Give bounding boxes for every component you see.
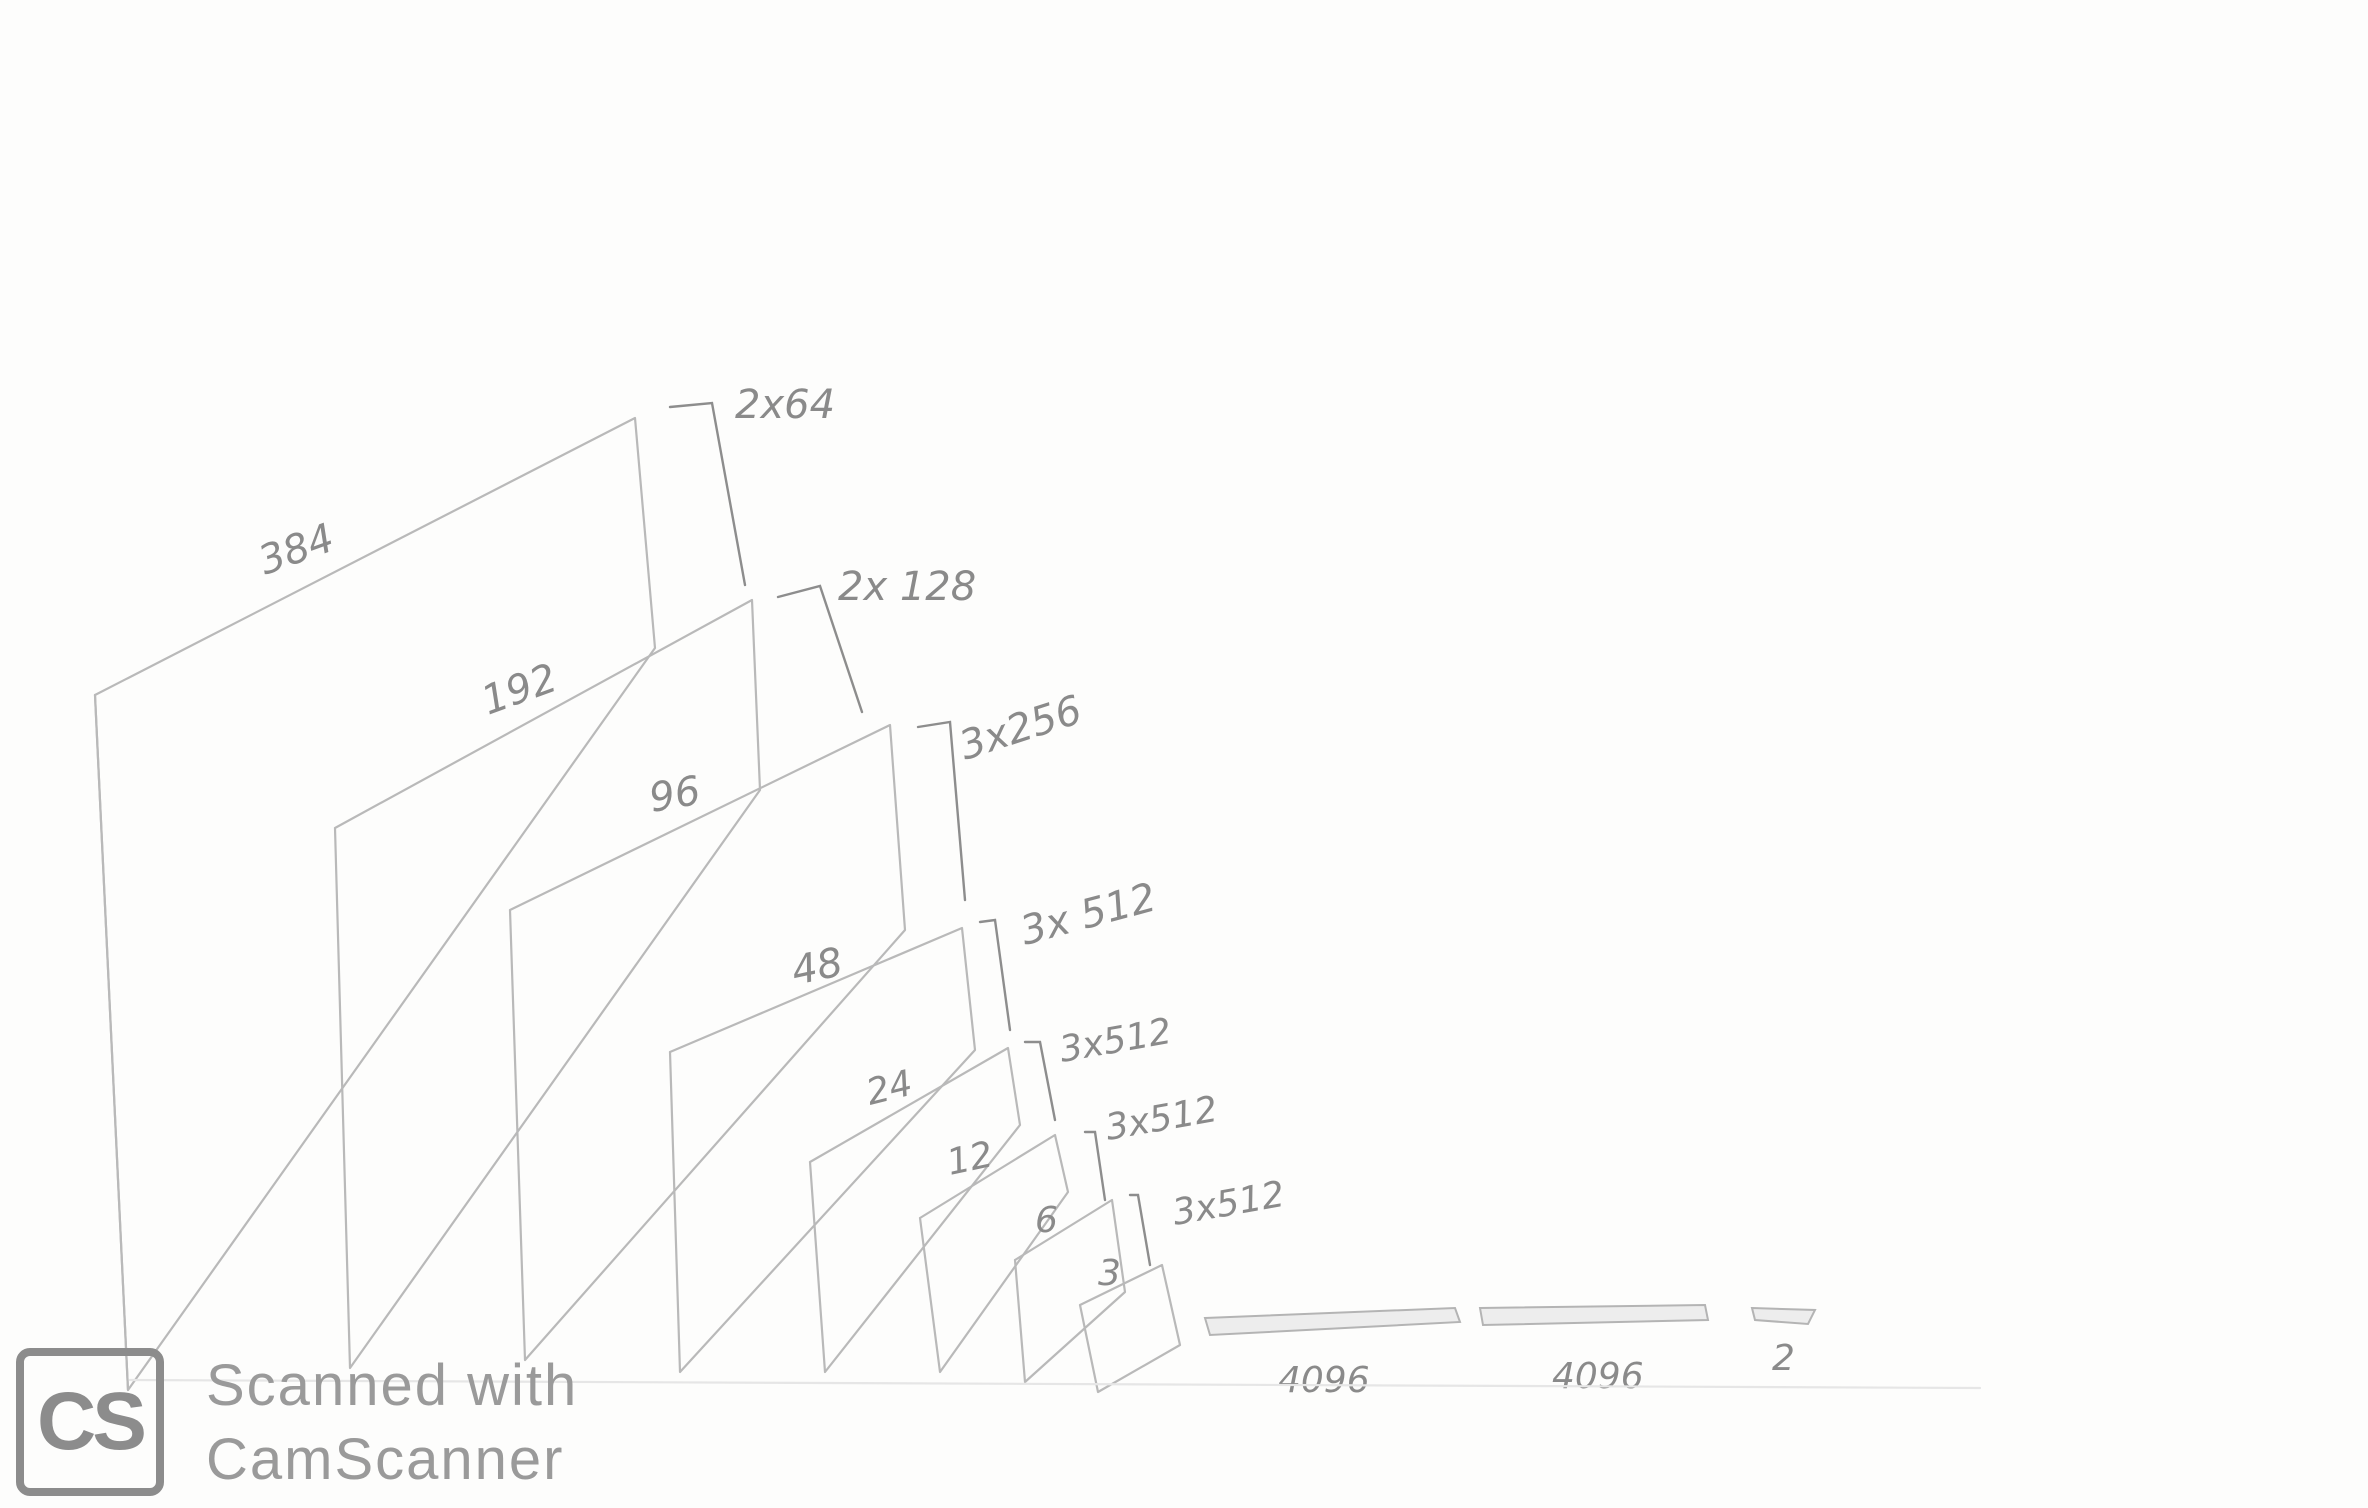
size-label-192: 192 [476,655,563,724]
channel-label-3x512-d: 3x512 [1169,1174,1287,1234]
baseline-line [128,1378,1982,1390]
conv-block-24: 24 3x512 [808,1011,1175,1374]
size-label-96: 96 [646,768,704,822]
conv-block-192: 192 2x 128 [333,564,976,1370]
size-label-48: 48 [788,939,847,995]
channel-label-3x512-a: 3x 512 [1016,874,1161,954]
camscanner-watermark: CS Scanned with CamScanner [16,1348,636,1508]
dense-label-4096-b: 4096 [1552,1356,1644,1397]
conv-block-96: 96 3x256 [508,687,1088,1362]
size-label-12: 12 [943,1134,996,1184]
watermark-line-2: CamScanner [206,1427,565,1492]
size-label-6: 6 [1035,1200,1058,1241]
dense-layer-2: 2 [1750,1306,1817,1379]
conv-block-6: 6 3x512 [1013,1174,1288,1384]
channel-label-2x64: 2x64 [735,382,835,428]
conv-block-384: 384 2x64 [93,382,835,1392]
dense-layer-4096-a: 4096 [1203,1306,1462,1401]
camscanner-logo-text: CS [37,1376,147,1467]
conv-block-48: 48 3x 512 [668,874,1161,1374]
channel-label-3x512-c: 3x512 [1102,1089,1220,1149]
watermark-line-1: Scanned with [206,1353,579,1418]
camscanner-logo-icon: CS [16,1348,164,1496]
channel-label-2x128: 2x 128 [838,564,976,610]
channel-label-3x256: 3x256 [954,687,1088,770]
dense-layer-4096-b: 4096 [1478,1303,1710,1397]
dense-label-4096-a: 4096 [1278,1360,1370,1401]
size-label-384: 384 [253,515,340,584]
conv-block-3: 3 [1078,1253,1182,1394]
size-label-3: 3 [1098,1253,1121,1294]
channel-label-3x512-b: 3x512 [1056,1011,1174,1071]
dense-label-2: 2 [1772,1338,1795,1379]
